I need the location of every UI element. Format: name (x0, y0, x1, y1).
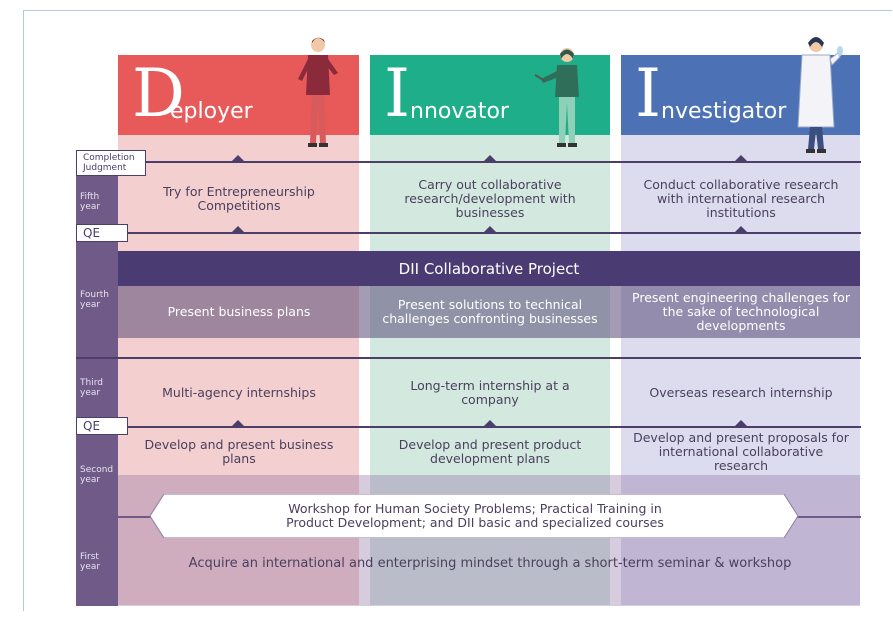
fifth-deployer: Try for Entrepreneurship Competitions (163, 184, 315, 213)
second-investigator: Develop and present proposals for intern… (633, 430, 849, 473)
second-deployer: Develop and present business plans (144, 437, 334, 466)
qe-mid-tag: QE (76, 417, 128, 435)
dii-project-band: DII Collaborative Project (118, 251, 860, 286)
marker-triangle (232, 420, 244, 426)
investigator-initial: I (635, 55, 662, 132)
marker-triangle (232, 155, 244, 161)
fourth-deployer: Present business plans (167, 304, 311, 319)
marker-triangle (735, 420, 747, 426)
deployer-initial: D (132, 55, 185, 132)
year-label-first: First year (80, 552, 101, 572)
marker-triangle (484, 155, 496, 161)
marker-triangle (735, 155, 747, 161)
innovator-person-icon (535, 48, 579, 147)
marker-triangle (735, 226, 747, 232)
investigator-header: I nvestigator (621, 37, 860, 153)
completion-judgment-tag: Completion Judgment (76, 150, 146, 176)
divider-third (76, 357, 861, 359)
third-innovator: Long-term internship at a company (410, 378, 570, 407)
year-label-third: Third year (80, 378, 103, 398)
dii-project-title: DII Collaborative Project (398, 259, 580, 278)
investigator-title: nvestigator (661, 99, 787, 124)
qe-top-tag: QE (76, 224, 128, 242)
workshop-banner-shape (150, 494, 798, 538)
completion-judgment-label: Completion Judgment (83, 153, 135, 173)
deployer-header: D eployer (118, 37, 359, 147)
innovator-initial: I (384, 55, 411, 132)
workshop-text: Workshop for Human Society Problems; Pra… (286, 501, 664, 530)
divider-completion (76, 161, 861, 163)
year-label-second: Second year (80, 465, 114, 485)
deployer-person-icon (298, 37, 338, 147)
third-deployer: Multi-agency internships (162, 385, 316, 400)
qe-mid-label: QE (83, 419, 101, 433)
investigator-person-icon (797, 37, 843, 153)
first-year-text: Acquire an international and enterprisin… (188, 556, 792, 571)
third-investigator: Overseas research internship (649, 385, 833, 400)
year-label-fourth: Fourth year (80, 290, 109, 310)
second-innovator: Develop and present product development … (398, 437, 582, 466)
fourth-year-band (118, 286, 860, 338)
deployer-title: eployer (170, 99, 253, 124)
innovator-title: nnovator (410, 99, 509, 124)
year-label-fifth: Fifth year (80, 192, 101, 212)
fifth-investigator: Conduct collaborative research with inte… (643, 177, 839, 220)
marker-triangle (232, 226, 244, 232)
divider-qe-top (76, 232, 861, 234)
innovator-header: I nnovator (370, 48, 610, 147)
fourth-investigator: Present engineering challenges for the s… (632, 290, 850, 333)
diagram-frame (23, 10, 892, 611)
marker-triangle (484, 420, 496, 426)
marker-triangle (484, 226, 496, 232)
qe-top-label: QE (83, 226, 101, 240)
fifth-innovator: Carry out collaborative research/develop… (404, 177, 576, 220)
divider-qe-mid (76, 426, 861, 428)
fourth-innovator: Present solutions to technical challenge… (382, 297, 598, 326)
